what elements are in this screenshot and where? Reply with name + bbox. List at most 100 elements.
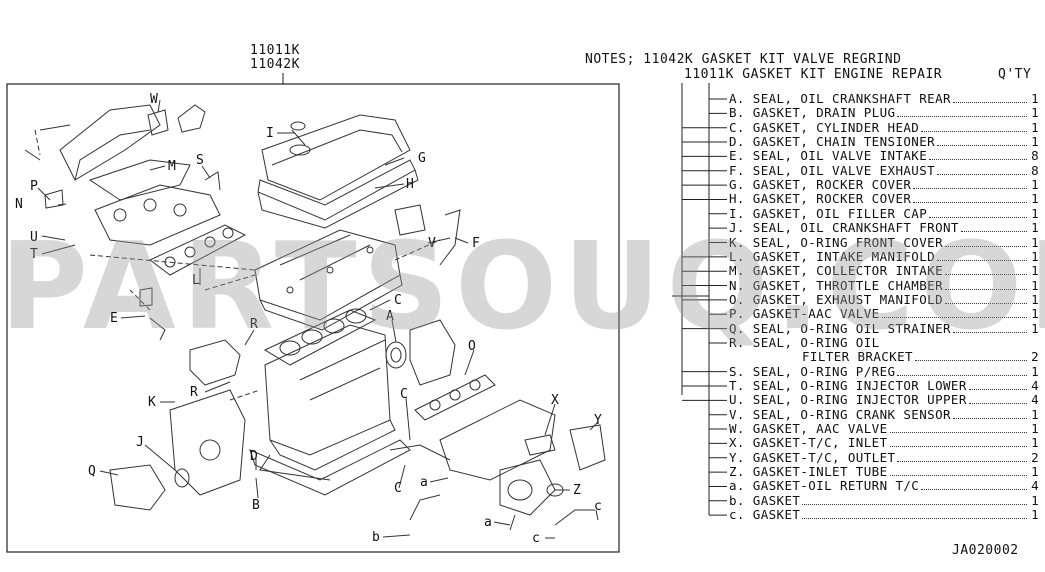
part-name: a. GASKET-OIL RETURN T/C <box>729 479 920 494</box>
dot-leader <box>929 149 1027 161</box>
part-name: C. GASKET, CYLINDER HEAD <box>729 120 920 135</box>
part-name: O. GASKET, EXHAUST MANIFOLD <box>729 292 943 307</box>
dot-leader <box>945 236 1027 247</box>
dot-leader <box>937 135 1027 147</box>
front-cover-drawing <box>169 389 246 496</box>
qty-header: Q'TY <box>998 67 1032 82</box>
label-J: J <box>136 435 144 450</box>
part-name: H. GASKET, ROCKER COVER <box>729 192 912 207</box>
part-qty: 1 <box>1031 465 1039 480</box>
callout-labels: W I G H M S P N U T V F L E C R A O R K … <box>15 92 602 546</box>
part-qty: 1 <box>1031 436 1039 451</box>
leader-lines <box>34 129 441 401</box>
label-W: W <box>150 92 158 107</box>
intake-manifold-drawing <box>24 104 221 246</box>
label-K: K <box>148 395 156 410</box>
label-F: F <box>472 236 480 251</box>
oil-lines-drawing <box>389 444 595 531</box>
part-name: P. GASKET-AAC VALVE <box>729 307 880 322</box>
label-O: O <box>468 339 476 354</box>
part-name: Z. GASKET-INLET TUBE <box>729 465 888 480</box>
part-qty: 1 <box>1031 120 1039 135</box>
part-name: W. GASKET, AAC VALVE <box>729 422 888 437</box>
part-qty: 1 <box>1031 278 1039 293</box>
part-qty: 1 <box>1031 206 1039 221</box>
label-E: E <box>110 311 118 326</box>
part-qty: 1 <box>1031 235 1039 250</box>
part-qty: 1 <box>1031 422 1039 437</box>
part-qty: 2 <box>1031 350 1039 365</box>
dot-leader <box>897 106 1027 118</box>
turbo-drawing <box>439 399 606 516</box>
label-C-lower: C <box>394 481 402 496</box>
label-D: D <box>250 449 258 464</box>
label-X: X <box>551 393 559 408</box>
part-name: c. GASKET <box>729 508 801 523</box>
dot-leader <box>937 164 1027 175</box>
part-name: G. GASKET, ROCKER COVER <box>729 178 912 193</box>
dot-leader <box>914 350 1027 362</box>
kit-line: 11011K GASKET KIT ENGINE REPAIR <box>684 67 943 82</box>
part-qty: 1 <box>1031 321 1039 336</box>
label-B: B <box>252 498 260 513</box>
part-row: I. GASKET, OIL FILLER CAP 1 <box>729 207 1039 221</box>
dot-leader <box>937 250 1027 261</box>
label-a-lower: a <box>484 515 492 530</box>
part-name: J. SEAL, OIL CRANKSHAFT FRONT <box>729 221 959 236</box>
part-row: Q. SEAL, O-RING OIL STRAINER 1 <box>729 322 1039 336</box>
part-qty: 1 <box>1031 364 1039 379</box>
exhaust-gasket-drawing <box>414 374 496 421</box>
dot-leader <box>889 465 1027 477</box>
dot-leader <box>945 264 1027 276</box>
part-name: B. GASKET, DRAIN PLUG <box>729 106 896 121</box>
label-Y: Y <box>594 413 602 428</box>
label-L: L <box>192 273 200 288</box>
dot-leader <box>929 207 1027 218</box>
part-name: U. SEAL, O-RING INJECTOR UPPER <box>729 393 967 408</box>
oil-filter-bracket-drawing <box>189 339 241 386</box>
label-G: G <box>418 151 426 166</box>
label-V: V <box>428 236 436 251</box>
part-qty: 1 <box>1031 493 1039 508</box>
part-name: Q. SEAL, O-RING OIL STRAINER <box>729 321 951 336</box>
label-c-lower: c <box>532 531 540 546</box>
part-qty: 1 <box>1031 92 1039 106</box>
part-qty: 4 <box>1031 479 1039 494</box>
label-U: U <box>30 230 38 245</box>
dot-leader <box>952 408 1027 419</box>
part-name: V. SEAL, O-RING CRANK SENSOR <box>729 407 951 422</box>
label-Q: Q <box>88 464 96 479</box>
dot-leader <box>968 393 1027 405</box>
part-qty: 1 <box>1031 249 1039 264</box>
part-qty: 1 <box>1031 192 1039 207</box>
part-row: H. GASKET, ROCKER COVER 1 <box>729 192 1039 206</box>
notes-line: NOTES; 11042K GASKET KIT VALVE REGRIND <box>585 52 902 67</box>
part-name: I. GASKET, OIL FILLER CAP <box>729 206 928 221</box>
part-qty: 2 <box>1031 450 1039 465</box>
part-row: R. SEAL, O-RING OIL <box>729 336 1039 350</box>
dot-leader <box>921 121 1027 132</box>
label-S: S <box>196 153 204 168</box>
label-leaders <box>37 99 599 539</box>
label-Z: Z <box>573 483 581 498</box>
diagram-code: JA020002 <box>952 543 1019 558</box>
part-row: Z. GASKET-INLET TUBE 1 <box>729 465 1039 479</box>
part-qty: 1 <box>1031 135 1039 150</box>
part-name: R. SEAL, O-RING OIL <box>729 335 880 350</box>
label-C-head: C <box>394 293 402 308</box>
label-C-mid: C <box>400 387 408 402</box>
part-qty: 1 <box>1031 178 1039 193</box>
